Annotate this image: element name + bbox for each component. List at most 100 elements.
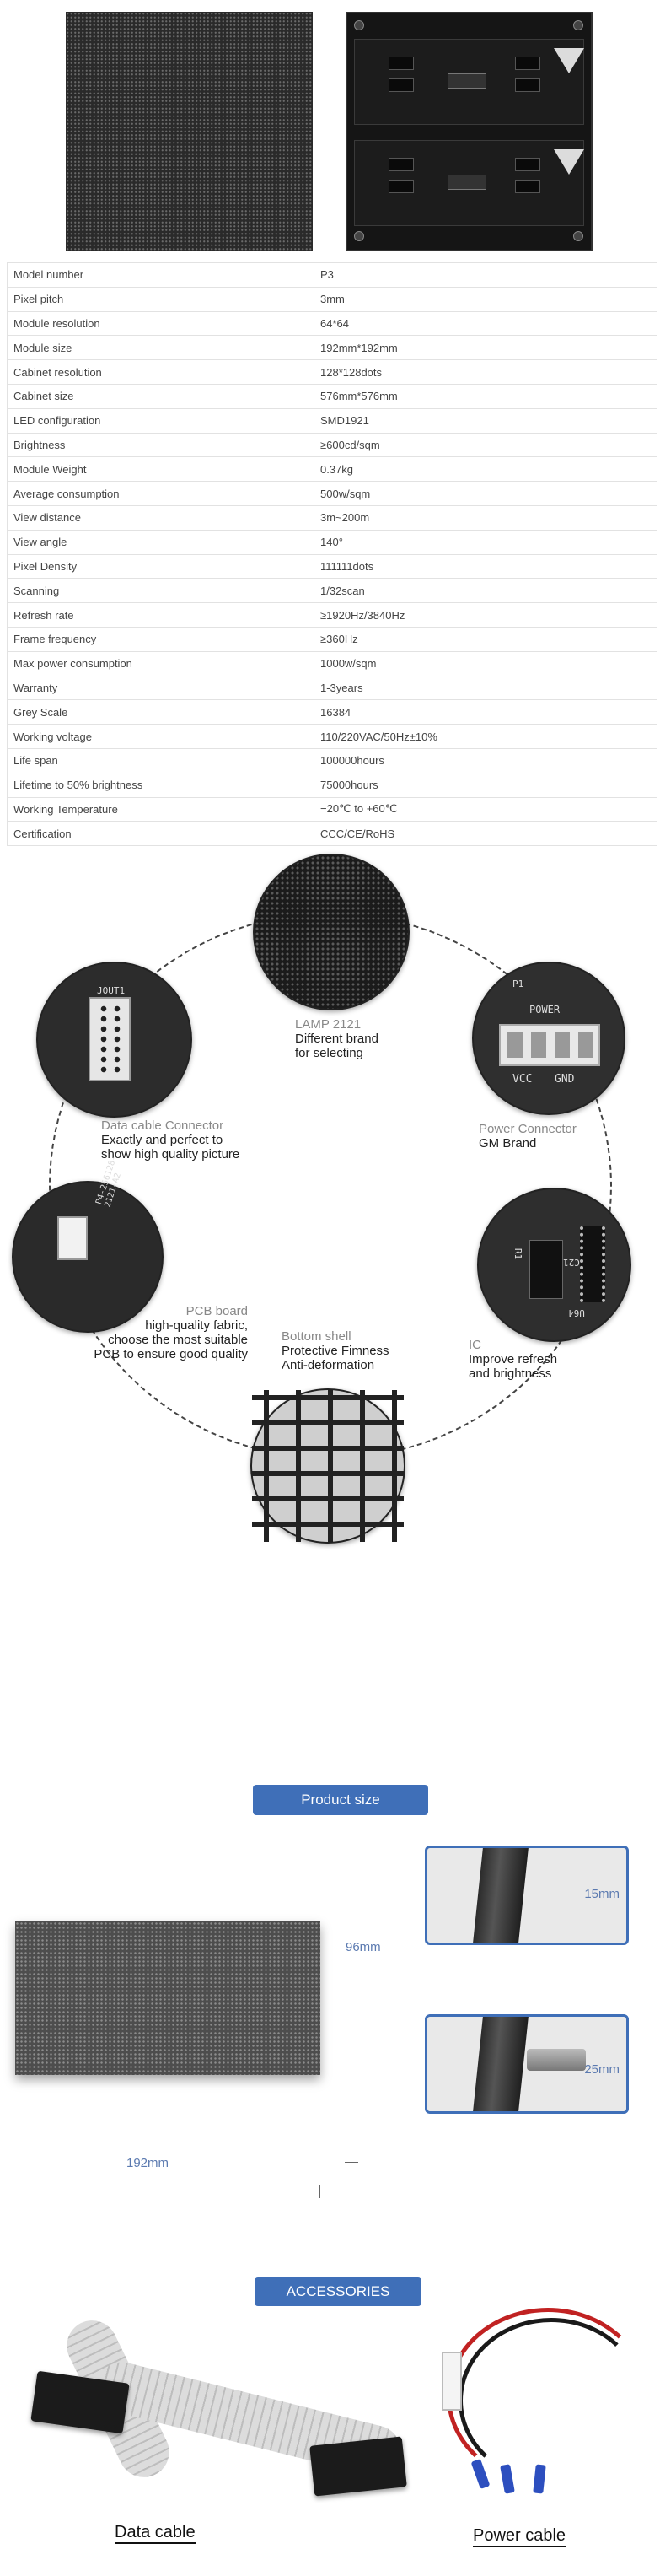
spec-key: Certification: [7, 821, 314, 847]
spec-key: Module resolution: [7, 310, 314, 337]
spec-key: Module size: [7, 335, 314, 361]
data-desc-2: show high quality picture: [101, 1147, 240, 1161]
idc-pin-header: [89, 997, 131, 1081]
power-pin-vcc: VCC: [512, 1073, 533, 1086]
chip: [389, 158, 414, 171]
spec-value: 192mm*192mm: [314, 335, 657, 361]
module-front-photo: [66, 12, 313, 251]
width-dimension-label: 192mm: [126, 2156, 169, 2170]
spec-key: Pixel Density: [7, 553, 314, 579]
pcb-desc-3: PCB to ensure good quality: [94, 1347, 248, 1361]
jst-connector: [442, 2352, 462, 2411]
power-board-text: POWER: [529, 1004, 561, 1016]
shell-title: Bottom shell: [282, 1329, 351, 1344]
pcb-row-top: [354, 39, 584, 125]
spec-value: 128*128dots: [314, 359, 657, 385]
data-connector-closeup: JOUT1: [36, 962, 192, 1118]
screw: [573, 231, 583, 241]
data-cable-label: Data cable: [115, 2522, 196, 2544]
spec-value: 1/32scan: [314, 578, 657, 604]
screw: [354, 20, 364, 30]
spec-key: Working Temperature: [7, 796, 314, 822]
spec-value: 500w/sqm: [314, 481, 657, 506]
spec-value: CCC/CE/RoHS: [314, 821, 657, 847]
spec-key: Max power consumption: [7, 650, 314, 676]
module-edge: [473, 2017, 529, 2111]
idc-connector: [309, 2436, 407, 2497]
spec-key: Average consumption: [7, 481, 314, 506]
spec-value: 3mm: [314, 286, 657, 312]
ic-chip-large: [580, 1226, 605, 1302]
power-title: Power Connector: [479, 1122, 577, 1136]
logo-triangle: [554, 149, 584, 175]
pcb-chip: [57, 1216, 88, 1260]
lamp-desc-1: Different brand: [295, 1032, 378, 1046]
pcb-desc-2: choose the most suitable: [108, 1333, 248, 1347]
thickness-detail-25mm: 25mm: [425, 2014, 629, 2114]
spec-row: Brightness≥600cd/sqm: [7, 432, 657, 458]
spec-value: 111111dots: [314, 553, 657, 579]
spec-value: 3m~200m: [314, 504, 657, 531]
data-cable-photo: [30, 2311, 407, 2497]
ic-desc-2: and brightness: [469, 1366, 552, 1381]
chip: [515, 158, 540, 171]
module-size-photo: [15, 1921, 320, 2075]
shell-ribs: [252, 1390, 404, 1542]
spec-row: Working Temperature−20℃ to +60℃: [7, 796, 657, 822]
spec-value: 75000hours: [314, 772, 657, 798]
screw: [573, 20, 583, 30]
spec-value: 1-3years: [314, 675, 657, 701]
power-desc-1: GM Brand: [479, 1136, 537, 1151]
ic-caption: IC Improve refresh and brightness: [469, 1338, 557, 1381]
power-cable-photo: [421, 2291, 649, 2500]
spec-key: Warranty: [7, 675, 314, 701]
shell-caption: Bottom shell Protective Fimness Anti-def…: [282, 1329, 389, 1372]
detail1-label: 15mm: [584, 1887, 620, 1901]
pin-header: [448, 73, 486, 89]
pcb-title: PCB board: [185, 1304, 248, 1318]
chip: [389, 57, 414, 70]
logo-triangle: [554, 48, 584, 73]
spec-key: Working voltage: [7, 724, 314, 749]
thickness-detail-15mm: 15mm: [425, 1846, 629, 1945]
power-cable-label: Power cable: [473, 2525, 566, 2547]
spec-key: Grey Scale: [7, 699, 314, 725]
lamp-closeup: [253, 854, 410, 1010]
ic-board-text-r1: R1: [512, 1248, 524, 1260]
spec-key: Module Weight: [7, 456, 314, 482]
terminal: [533, 2464, 546, 2494]
data-title: Data cable Connector: [101, 1118, 224, 1133]
chip: [515, 78, 540, 92]
spec-key: Lifetime to 50% brightness: [7, 772, 314, 798]
spec-row: Frame frequency≥360Hz: [7, 626, 657, 652]
spec-row: Refresh rate≥1920Hz/3840Hz: [7, 602, 657, 628]
data-board-text: JOUT1: [97, 985, 126, 996]
module-back-photo: [346, 12, 593, 251]
spec-value: ≥1920Hz/3840Hz: [314, 602, 657, 628]
power-caption: Power Connector GM Brand: [479, 1122, 577, 1151]
spec-value: 64*64: [314, 310, 657, 337]
lamp-caption: LAMP 2121 Different brand for selecting: [295, 1017, 378, 1060]
spec-value: 16384: [314, 699, 657, 725]
pcb-caption: PCB board high-quality fabric, choose th…: [67, 1304, 248, 1361]
spec-key: Model number: [7, 262, 314, 288]
spec-key: Cabinet resolution: [7, 359, 314, 385]
ic-closeup: R1 C21 U64: [477, 1188, 631, 1342]
ic-title: IC: [469, 1338, 481, 1352]
four-pin-connector: [499, 1024, 600, 1066]
spec-value: P3: [314, 262, 657, 288]
chip: [389, 78, 414, 92]
spec-key: View angle: [7, 529, 314, 555]
